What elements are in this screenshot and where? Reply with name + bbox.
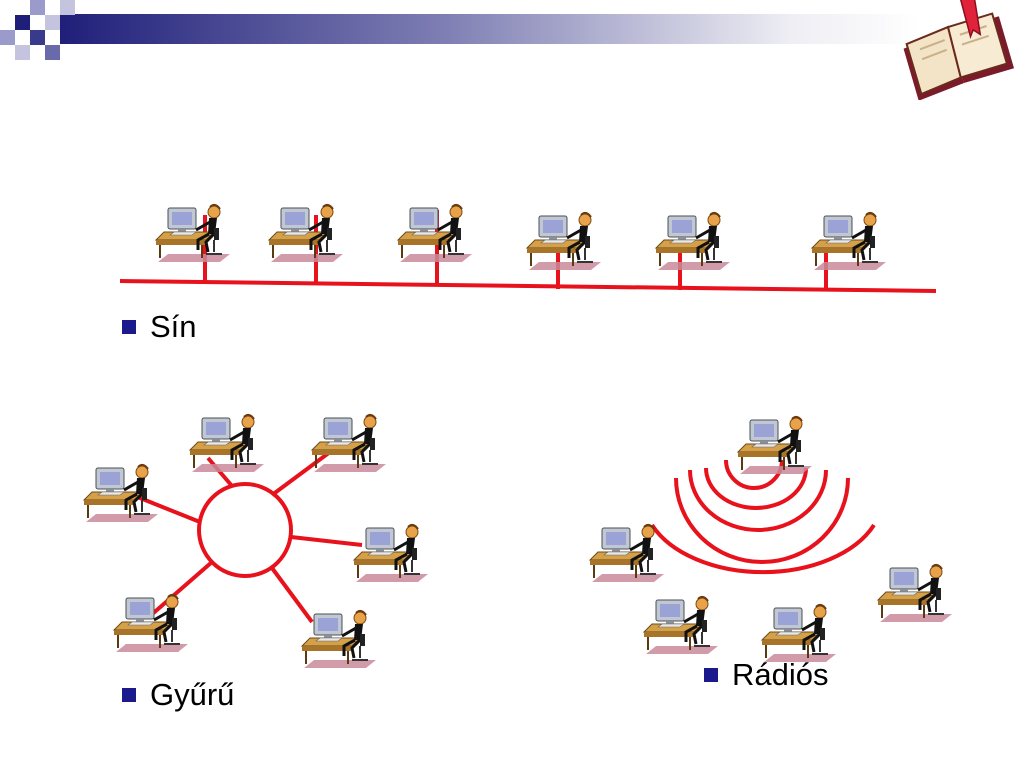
workstation-icon: [267, 203, 345, 264]
workstation-icon: [112, 593, 190, 654]
ring-topology: [82, 413, 430, 670]
workstation-icon: [300, 609, 378, 670]
radio-label: Rádiós: [732, 657, 829, 692]
radio-topology: [588, 415, 954, 664]
workstation-icon: [760, 603, 838, 664]
workstation-icon: [352, 523, 430, 584]
bus-backbone-line: [119, 279, 937, 293]
header-decoration: [0, 0, 920, 60]
ring-spoke-line: [270, 566, 314, 624]
bullet-bus: Sín: [122, 311, 197, 342]
workstation-icon: [310, 413, 388, 474]
open-book-icon: [903, 0, 1015, 100]
radio-wave-arc: [704, 467, 808, 510]
radio-wave-arc: [674, 477, 850, 564]
ring-spoke-line: [148, 560, 214, 618]
workstation-icon: [810, 211, 888, 272]
workstation-icon: [642, 595, 720, 656]
ring-label: Gyűrű: [150, 677, 235, 712]
square-bullet-icon: [704, 667, 718, 682]
bus-label: Sín: [150, 309, 197, 344]
radio-wave-arc: [650, 523, 876, 575]
workstation-icon: [188, 413, 266, 474]
ring-spoke-line: [129, 492, 201, 524]
radio-wave-arc: [688, 469, 828, 532]
workstation-icon: [82, 463, 160, 524]
square-bullet-icon: [122, 687, 136, 702]
workstation-icon: [736, 415, 814, 476]
square-bullet-icon: [122, 319, 136, 334]
workstation-icon: [154, 203, 232, 264]
workstation-icon: [588, 523, 666, 584]
ring-hub-circle: [197, 482, 293, 578]
workstation-icon: [876, 563, 954, 624]
ring-spoke-line: [290, 535, 363, 547]
workstation-icon: [525, 211, 603, 272]
workstation-icon: [654, 211, 732, 272]
bullet-ring: Gyűrű: [122, 679, 234, 710]
ring-spoke-line: [270, 450, 332, 497]
bullet-radio: Rádiós: [704, 659, 829, 690]
bus-topology: [119, 203, 937, 293]
